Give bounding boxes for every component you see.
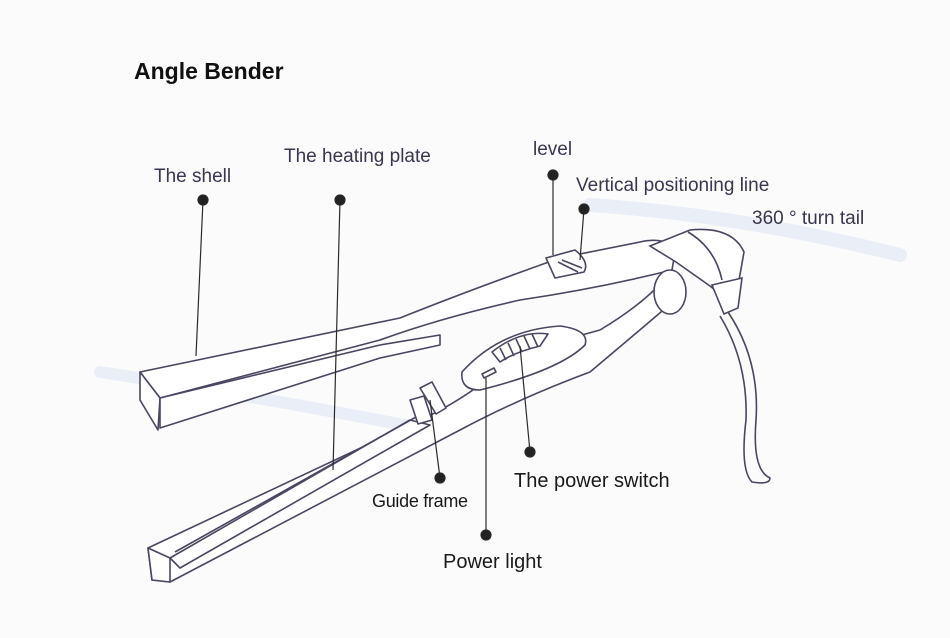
shell-pointer-dot	[197, 194, 209, 206]
heating-plate-pointer-dot	[334, 194, 346, 206]
hinge-and-tail	[648, 228, 771, 484]
label-heating-plate: The heating plate	[284, 146, 431, 167]
label-power-switch: The power switch	[514, 470, 670, 492]
label-level: level	[533, 139, 573, 160]
upper-arm	[139, 239, 676, 431]
lower-arm	[147, 269, 676, 583]
positioning-line-pointer-dot	[578, 203, 590, 215]
label-vertical-positioning-line: Vertical positioning line	[576, 175, 770, 196]
guide-frame-pointer-dot	[434, 472, 446, 484]
label-power-light: Power light	[443, 551, 542, 573]
power-switch-pointer-dot	[524, 446, 536, 458]
label-turn-tail: 360 ° turn tail	[752, 208, 865, 229]
label-guide-frame: Guide frame	[372, 491, 468, 511]
label-shell: The shell	[154, 166, 232, 187]
leader-lines	[195, 169, 590, 541]
diagram-title: Angle Bender	[134, 58, 284, 84]
power-light-pointer-dot	[480, 529, 492, 541]
level-pointer-dot	[547, 169, 559, 181]
